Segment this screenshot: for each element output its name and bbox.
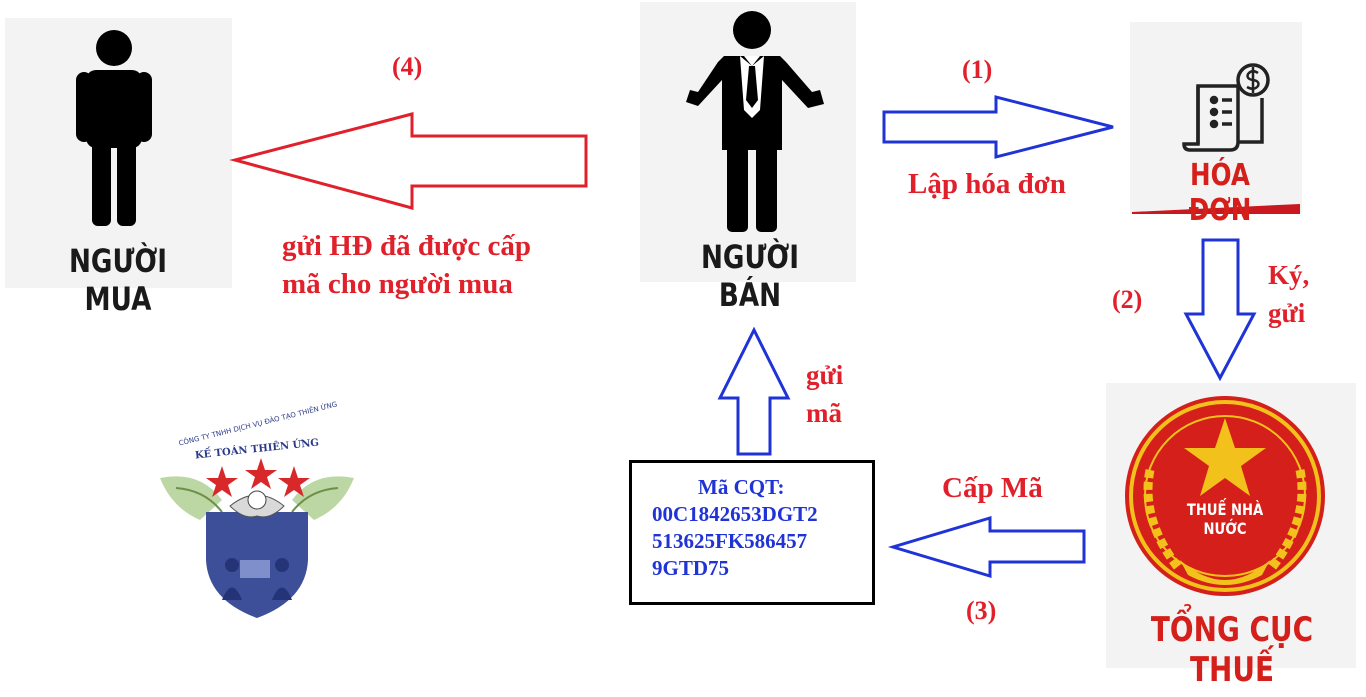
step-4-label-line2: mã cho người mua: [282, 268, 513, 300]
step-3-number: (3): [966, 596, 997, 625]
seller-label: NGƯỜI BÁN: [700, 238, 800, 314]
step-4-number: (4): [392, 52, 423, 81]
step-1-number: (1): [962, 55, 993, 84]
seal-text: THUẾ NHÀ NƯỚC: [1186, 500, 1264, 538]
send-code-label-line2: mã: [806, 398, 842, 428]
step-4-label-line1: gửi HĐ đã được cấp: [282, 230, 532, 262]
step-3-label: Cấp Mã: [942, 472, 1043, 504]
invoice-icon: [1182, 63, 1270, 152]
tax-code-box: Mã CQT: 00C1842653DGT2 513625FK586457 9G…: [629, 460, 875, 605]
code-title: Mã CQT:: [698, 475, 785, 499]
tax-emblem-icon: [1125, 396, 1325, 596]
code-line-2: 513625FK586457: [652, 529, 808, 553]
step-2-number: (2): [1112, 285, 1143, 314]
code-line-3: 9GTD75: [652, 556, 730, 580]
invoice-ribbon: [1132, 204, 1300, 214]
buyer-label: NGƯỜI MUA: [68, 242, 168, 318]
arrow-step-1: [882, 95, 1114, 159]
arrow-step-4: [229, 112, 588, 210]
invoice-panel: [1130, 22, 1302, 214]
arrow-step-3: [887, 515, 1086, 579]
buyer-person-icon: [76, 30, 152, 226]
step-2-label-line1: Ký,: [1268, 260, 1310, 290]
step-1-label: Lập hóa đơn: [908, 168, 1066, 200]
step-2-label-line2: gửi: [1268, 298, 1306, 328]
arrow-step-2: [1183, 238, 1257, 382]
send-code-label-line1: gửi: [806, 360, 844, 390]
company-logo: [160, 458, 354, 618]
tax-label: TỔNG CỤC THUẾ: [1150, 610, 1314, 690]
arrow-send-code: [717, 326, 791, 456]
code-line-1: 00C1842653DGT2: [652, 502, 818, 526]
seller-person-icon: [686, 11, 824, 232]
invoice-label: HÓA ĐƠN: [1188, 158, 1252, 228]
